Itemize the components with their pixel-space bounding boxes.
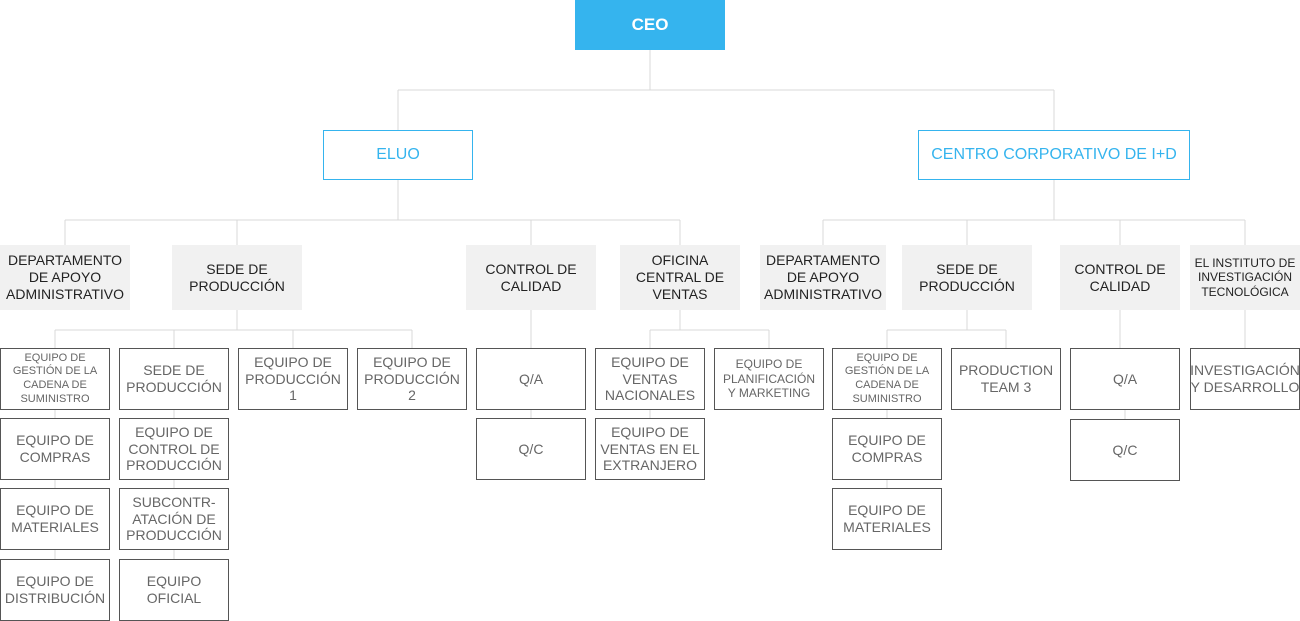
team-eluo-production-2[interactable]: EQUIPO DE PRODUCCIÓN 2	[357, 348, 467, 410]
team-label: EQUIPO DE PRODUCCIÓN 1	[245, 353, 341, 404]
team-label: PRODUCTION TEAM 3	[958, 362, 1054, 395]
team-label: EQUIPO DE VENTAS NACIONALES	[604, 353, 696, 404]
team-label: EQUIPO DE GESTIÓN DE LA CADENA DE SUMINI…	[12, 351, 98, 405]
team-label: EQUIPO DE PLANIFICACIÓN Y MARKETING	[722, 357, 815, 401]
dept-label: EL INSTITUTO DE INVESTIGACIÓN TECNOLÓGIC…	[1194, 255, 1296, 299]
team-label: SUBCONTR-ATACIÓN DE PRODUCCIÓN	[126, 493, 222, 544]
unit-label: CENTRO CORPORATIVO DE I+D	[931, 146, 1177, 164]
dept-label: CONTROL DE CALIDAD	[1074, 260, 1166, 294]
dept-eluo-quality[interactable]: CONTROL DE CALIDAD	[466, 245, 596, 310]
unit-rd-center[interactable]: CENTRO CORPORATIVO DE I+D	[918, 130, 1190, 180]
dept-label: DEPARTAMENTO DE APOYO ADMINISTRATIVO	[6, 252, 124, 302]
dept-label: SEDE DE PRODUCCIÓN	[189, 260, 285, 294]
team-label: EQUIPO DE GESTIÓN DE LA CADENA DE SUMINI…	[844, 351, 930, 405]
team-eluo-purchasing[interactable]: EQUIPO DE COMPRAS	[0, 418, 110, 480]
team-rd-purchasing[interactable]: EQUIPO DE COMPRAS	[832, 418, 942, 480]
team-rd-research-development[interactable]: INVESTIGACIÓN Y DESARROLLO	[1190, 348, 1300, 410]
team-eluo-materials[interactable]: EQUIPO DE MATERIALES	[0, 488, 110, 550]
team-label: Q/C	[1112, 441, 1138, 458]
dept-eluo-production[interactable]: SEDE DE PRODUCCIÓN	[172, 245, 302, 310]
team-label: EQUIPO DE DISTRIBUCIÓN	[4, 573, 106, 606]
team-eluo-domestic-sales[interactable]: EQUIPO DE VENTAS NACIONALES	[595, 348, 705, 410]
team-eluo-subcontracting[interactable]: SUBCONTR-ATACIÓN DE PRODUCCIÓN	[119, 488, 229, 550]
dept-label: SEDE DE PRODUCCIÓN	[919, 260, 1015, 294]
dept-rd-institute[interactable]: EL INSTITUTO DE INVESTIGACIÓN TECNOLÓGIC…	[1190, 245, 1300, 310]
team-label: EQUIPO DE MATERIALES	[11, 502, 99, 535]
dept-label: OFICINA CENTRAL DE VENTAS	[635, 252, 725, 302]
team-label: INVESTIGACIÓN Y DESARROLLO	[1190, 362, 1300, 395]
team-rd-production-team-3[interactable]: PRODUCTION TEAM 3	[951, 348, 1061, 410]
dept-label: DEPARTAMENTO DE APOYO ADMINISTRATIVO	[764, 252, 882, 302]
team-label: EQUIPO DE COMPRAS	[848, 432, 926, 465]
unit-eluo[interactable]: ELUO	[323, 130, 473, 180]
team-label: EQUIPO OFICIAL	[146, 573, 202, 606]
team-label: EQUIPO DE MATERIALES	[843, 502, 931, 535]
ceo-box[interactable]: CEO	[575, 0, 725, 50]
team-eluo-official[interactable]: EQUIPO OFICIAL	[119, 559, 229, 621]
team-label: EQUIPO DE COMPRAS	[16, 432, 94, 465]
team-rd-materials[interactable]: EQUIPO DE MATERIALES	[832, 488, 942, 550]
team-label: EQUIPO DE PRODUCCIÓN 2	[364, 353, 460, 404]
ceo-label: CEO	[631, 14, 669, 34]
team-eluo-planning-marketing[interactable]: EQUIPO DE PLANIFICACIÓN Y MARKETING	[714, 348, 824, 410]
team-eluo-qa[interactable]: Q/A	[476, 348, 586, 410]
team-rd-qa[interactable]: Q/A	[1070, 348, 1180, 410]
team-eluo-production-hq[interactable]: SEDE DE PRODUCCIÓN	[119, 348, 229, 410]
team-label: Q/C	[518, 440, 544, 457]
team-eluo-supply-chain[interactable]: EQUIPO DE GESTIÓN DE LA CADENA DE SUMINI…	[0, 348, 110, 410]
team-label: EQUIPO DE CONTROL DE PRODUCCIÓN	[126, 423, 222, 474]
team-rd-qc[interactable]: Q/C	[1070, 419, 1180, 481]
team-rd-supply-chain[interactable]: EQUIPO DE GESTIÓN DE LA CADENA DE SUMINI…	[832, 348, 942, 410]
unit-label: ELUO	[376, 146, 420, 164]
team-label: Q/A	[1112, 370, 1138, 387]
team-eluo-distribution[interactable]: EQUIPO DE DISTRIBUCIÓN	[0, 559, 110, 621]
team-eluo-production-control[interactable]: EQUIPO DE CONTROL DE PRODUCCIÓN	[119, 418, 229, 480]
dept-eluo-admin[interactable]: DEPARTAMENTO DE APOYO ADMINISTRATIVO	[0, 245, 130, 310]
dept-rd-production[interactable]: SEDE DE PRODUCCIÓN	[902, 245, 1032, 310]
dept-label: CONTROL DE CALIDAD	[485, 260, 577, 294]
team-label: Q/A	[518, 370, 544, 387]
dept-eluo-sales[interactable]: OFICINA CENTRAL DE VENTAS	[620, 245, 740, 310]
dept-rd-quality[interactable]: CONTROL DE CALIDAD	[1060, 245, 1180, 310]
team-eluo-production-1[interactable]: EQUIPO DE PRODUCCIÓN 1	[238, 348, 348, 410]
team-label: SEDE DE PRODUCCIÓN	[126, 362, 222, 395]
team-eluo-qc[interactable]: Q/C	[476, 418, 586, 480]
dept-rd-admin[interactable]: DEPARTAMENTO DE APOYO ADMINISTRATIVO	[760, 245, 886, 310]
team-eluo-foreign-sales[interactable]: EQUIPO DE VENTAS EN EL EXTRANJERO	[595, 418, 705, 480]
team-label: EQUIPO DE VENTAS EN EL EXTRANJERO	[600, 423, 700, 474]
